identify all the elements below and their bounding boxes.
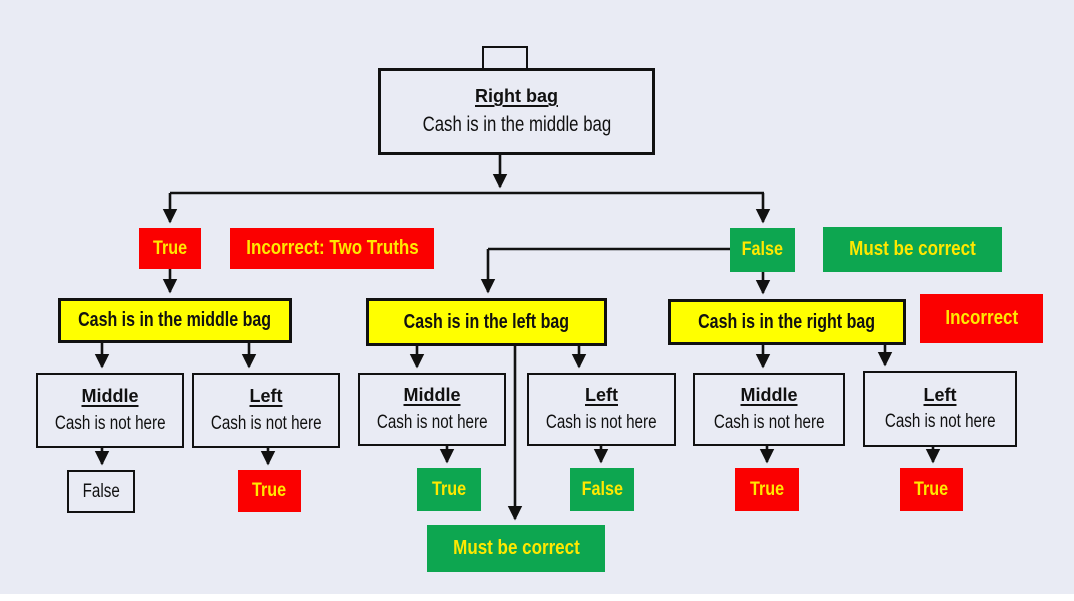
verdict-false-node: False bbox=[730, 228, 795, 272]
bag-node-middle-1: Middle Cash is not here bbox=[36, 373, 184, 448]
result-node-true-red-2: True bbox=[735, 468, 799, 511]
note-incorrect: Incorrect bbox=[920, 294, 1043, 343]
bag-node-title: Left bbox=[923, 384, 957, 405]
bag-node-left-3: Left Cash is not here bbox=[863, 371, 1017, 447]
bag-node-statement: Cash is not here bbox=[376, 411, 488, 433]
briefcase-handle-shape bbox=[482, 46, 528, 70]
hypothesis-middle-bag-node: Cash is in the middle bag bbox=[58, 298, 292, 343]
bag-node-statement: Cash is not here bbox=[210, 412, 322, 434]
hypothesis-right-bag-node: Cash is in the right bag bbox=[668, 299, 906, 345]
bag-node-title: Middle bbox=[403, 385, 461, 406]
bag-node-title: Left bbox=[249, 386, 283, 407]
result-node-true-green: True bbox=[417, 468, 481, 511]
verdict-true-node: True bbox=[139, 228, 201, 269]
bag-node-statement: Cash is not here bbox=[713, 411, 825, 433]
result-node-false-plain: False bbox=[67, 470, 135, 513]
bag-node-statement: Cash is not here bbox=[884, 411, 996, 433]
note-must-be-correct-bottom: Must be correct bbox=[427, 525, 605, 572]
bottom-margin-strip bbox=[0, 594, 1074, 601]
note-must-be-correct-top: Must be correct bbox=[823, 227, 1002, 272]
root-title: Right bag bbox=[475, 86, 558, 107]
result-node-true-red-1: True bbox=[238, 470, 301, 512]
bag-node-middle-3: Middle Cash is not here bbox=[693, 373, 845, 446]
hypothesis-left-bag-node: Cash is in the left bag bbox=[366, 298, 607, 346]
bag-node-middle-2: Middle Cash is not here bbox=[358, 373, 506, 446]
result-node-true-red-3: True bbox=[900, 468, 963, 511]
bag-node-statement: Cash is not here bbox=[54, 412, 166, 434]
note-incorrect-two-truths: Incorrect: Two Truths bbox=[230, 228, 434, 269]
bag-node-title: Left bbox=[585, 385, 618, 406]
bag-node-title: Middle bbox=[740, 385, 798, 406]
result-node-false-green: False bbox=[570, 468, 634, 511]
bag-node-title: Middle bbox=[81, 386, 139, 407]
root-node: Right bag Cash is in the middle bag bbox=[378, 68, 655, 155]
bag-node-statement: Cash is not here bbox=[546, 411, 657, 433]
root-statement: Cash is in the middle bag bbox=[422, 112, 611, 136]
bag-node-left-1: Left Cash is not here bbox=[192, 373, 340, 448]
bag-node-left-2: Left Cash is not here bbox=[527, 373, 676, 446]
